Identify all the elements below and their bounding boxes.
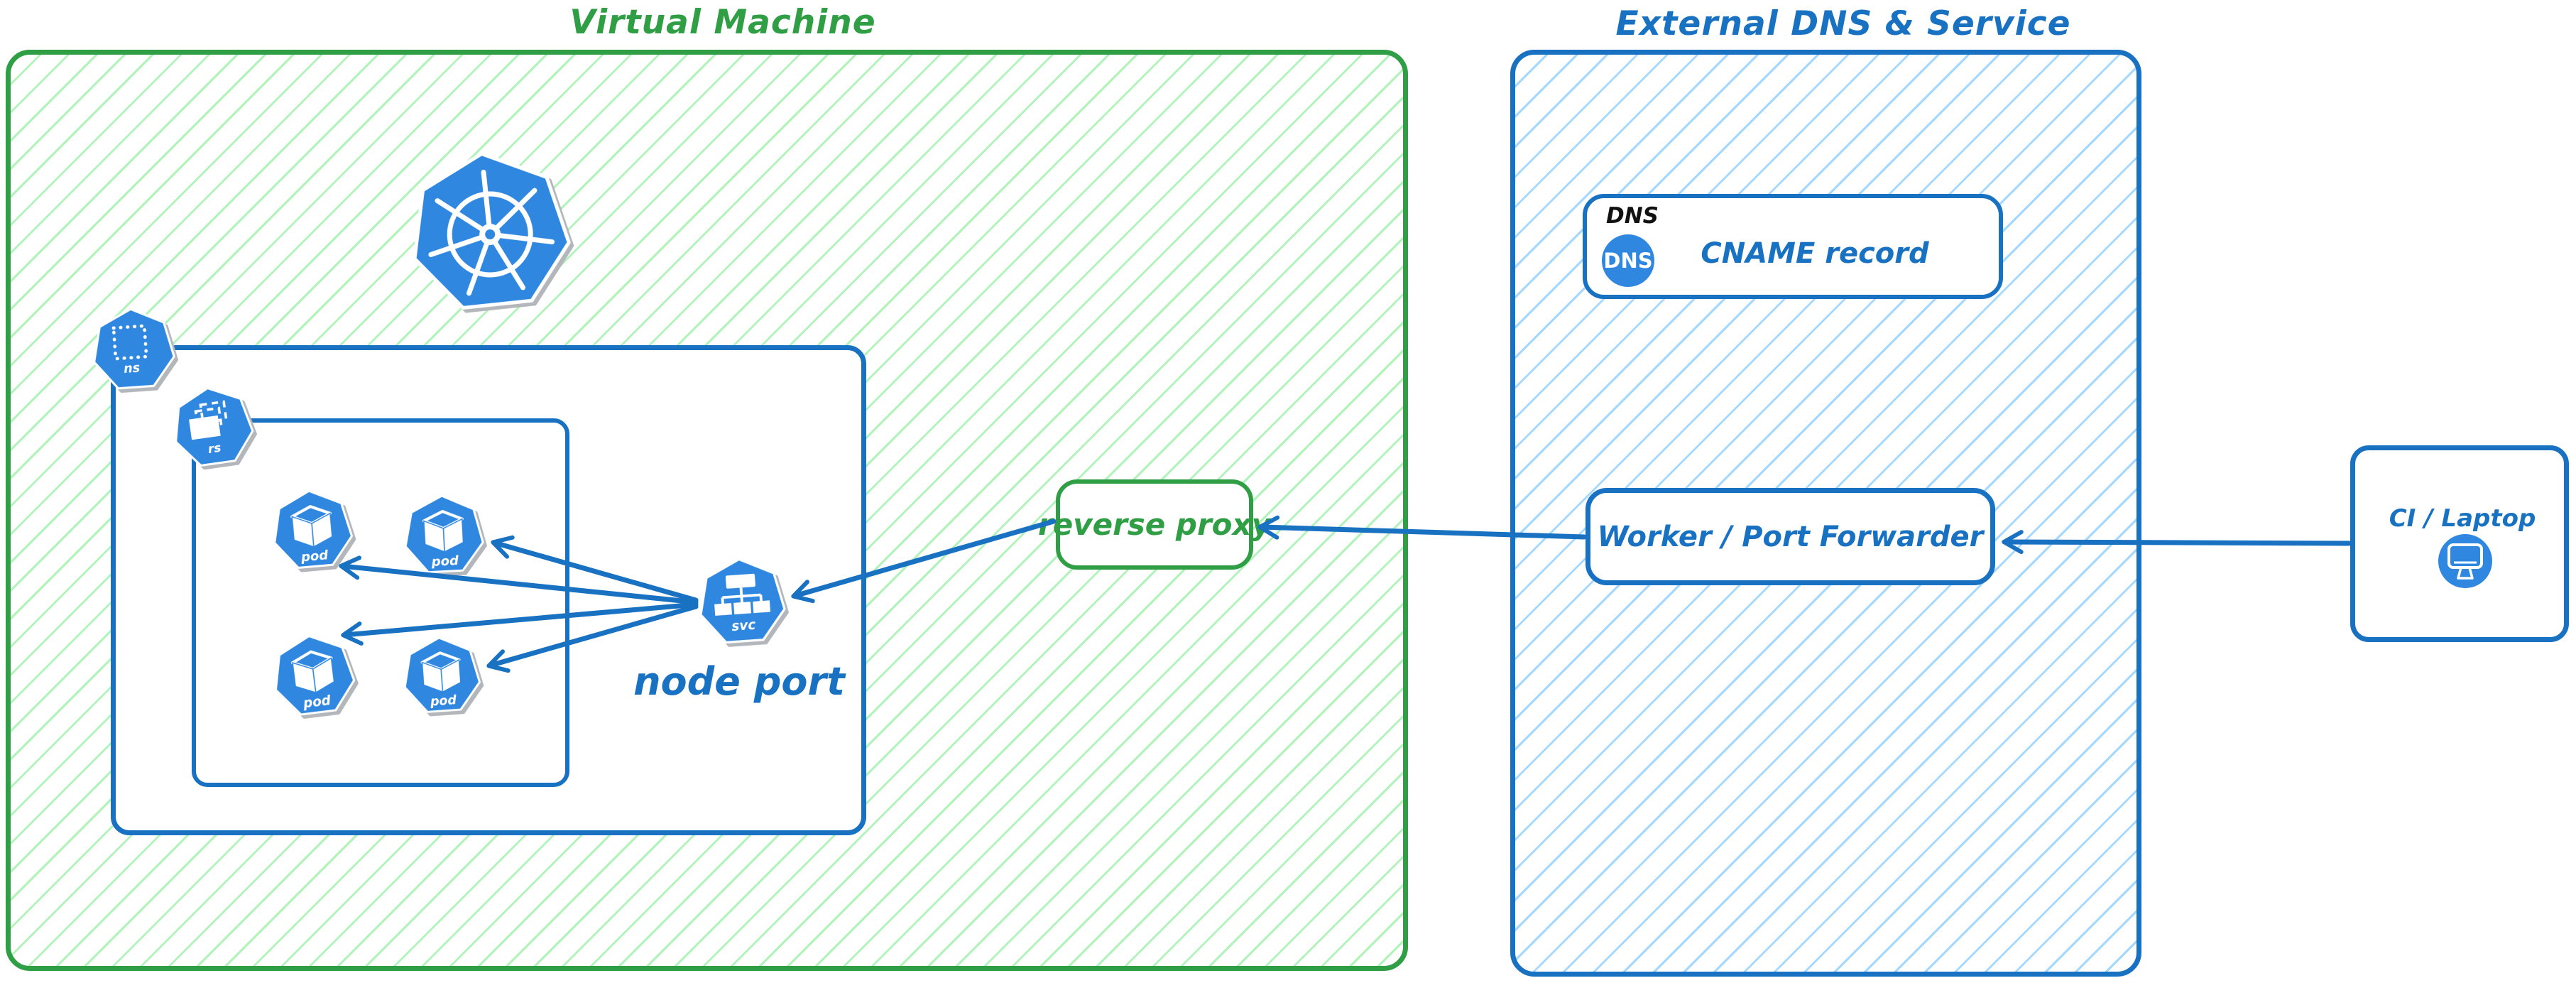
cube-glyph [290, 650, 335, 694]
namespace-icon-label: ns [124, 361, 141, 376]
dns-icon-text: DNS [1603, 249, 1653, 273]
worker-port-forwarder-label: Worker / Port Forwarder [1597, 520, 1984, 553]
dashed-square-glyph [111, 324, 148, 361]
service-icon: svc [699, 558, 786, 644]
namespace-icon: ns [93, 308, 175, 390]
cube-glyph [422, 510, 464, 553]
pod-icon-4: pod [403, 636, 481, 713]
service-icon-label: svc [731, 618, 756, 634]
pod-icon-label: pod [300, 548, 329, 565]
pod-icon-1: pod [273, 489, 353, 569]
cube-glyph [420, 651, 462, 693]
virtual-machine-title: Virtual Machine [569, 3, 876, 42]
laptop-icon [2438, 534, 2492, 588]
cname-record-label: CNAME record [1701, 237, 1929, 270]
monitor-icon [2447, 543, 2483, 580]
external-dns-service-title: External DNS & Service [1615, 4, 2071, 43]
replicaset-box [192, 418, 569, 787]
kubernetes-logo-icon [413, 152, 571, 310]
reverse-proxy-box: reverse proxy [1038, 479, 1271, 570]
dns-card-heading: DNS [1606, 203, 1659, 229]
pod-icon-label: pod [429, 693, 457, 710]
service-tree-glyph [714, 573, 771, 616]
pod-icon-3: pod [274, 634, 356, 716]
replica-stack-glyph [189, 400, 228, 440]
worker-port-forwarder-box: Worker / Port Forwarder [1586, 488, 1995, 585]
replicaset-icon: rs [175, 387, 254, 467]
pod-icon-label: pod [302, 693, 332, 712]
pod-icon-label: pod [430, 553, 459, 570]
dns-icon: DNS [1602, 234, 1654, 287]
ci-laptop-label: CI / Laptop [2389, 504, 2536, 533]
node-port-label: node port [633, 659, 845, 704]
cube-glyph [290, 505, 333, 548]
pod-icon-2: pod [404, 494, 484, 574]
reverse-proxy-label: reverse proxy [1038, 507, 1271, 542]
replicaset-icon-label: rs [207, 441, 222, 457]
dns-card [1583, 194, 2003, 299]
